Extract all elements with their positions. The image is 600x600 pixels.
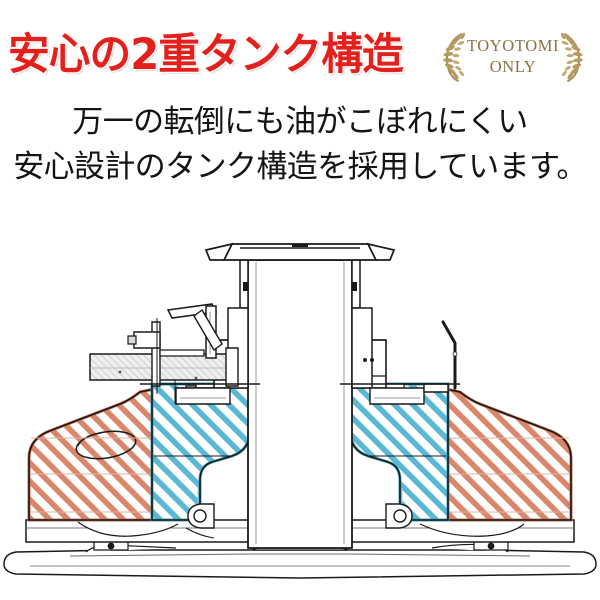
right-mounting-rail bbox=[369, 383, 449, 405]
toyotomi-only-badge: TOYOTOMI ONLY bbox=[437, 27, 589, 85]
laurel-wreath-right-icon bbox=[560, 32, 583, 82]
badge-line-2: ONLY bbox=[490, 57, 537, 76]
chimney-cap-clips bbox=[243, 282, 357, 291]
headline-row: 安心の2重タンク構造 bbox=[8, 22, 592, 88]
page-title: 安心の2重タンク構造 bbox=[8, 29, 404, 80]
outer-tank-right bbox=[430, 384, 573, 528]
burner-chimney-column bbox=[213, 259, 387, 549]
header-block: 安心の2重タンク構造 bbox=[0, 0, 600, 200]
badge-line-1: TOYOTOMI bbox=[467, 36, 559, 55]
chimney-top-cap bbox=[204, 242, 396, 261]
double-tank-cross-section-diagram bbox=[0, 198, 600, 600]
subtitle-line-2: 安心設計のタンク構造を採用しています。 bbox=[13, 149, 587, 185]
tank-seal-hooks bbox=[187, 503, 413, 529]
outer-tank-left bbox=[27, 384, 170, 528]
fuel-gauge-rod bbox=[441, 320, 458, 390]
laurel-wreath-left-icon bbox=[443, 32, 466, 82]
subtitle-block: 万一の転倒にも油がこぼれにくい 安心設計のタンク構造を採用しています。 bbox=[0, 100, 600, 190]
subtitle-line-1: 万一の転倒にも油がこぼれにくい bbox=[72, 104, 528, 140]
wick-adjuster-assembly bbox=[89, 303, 239, 405]
